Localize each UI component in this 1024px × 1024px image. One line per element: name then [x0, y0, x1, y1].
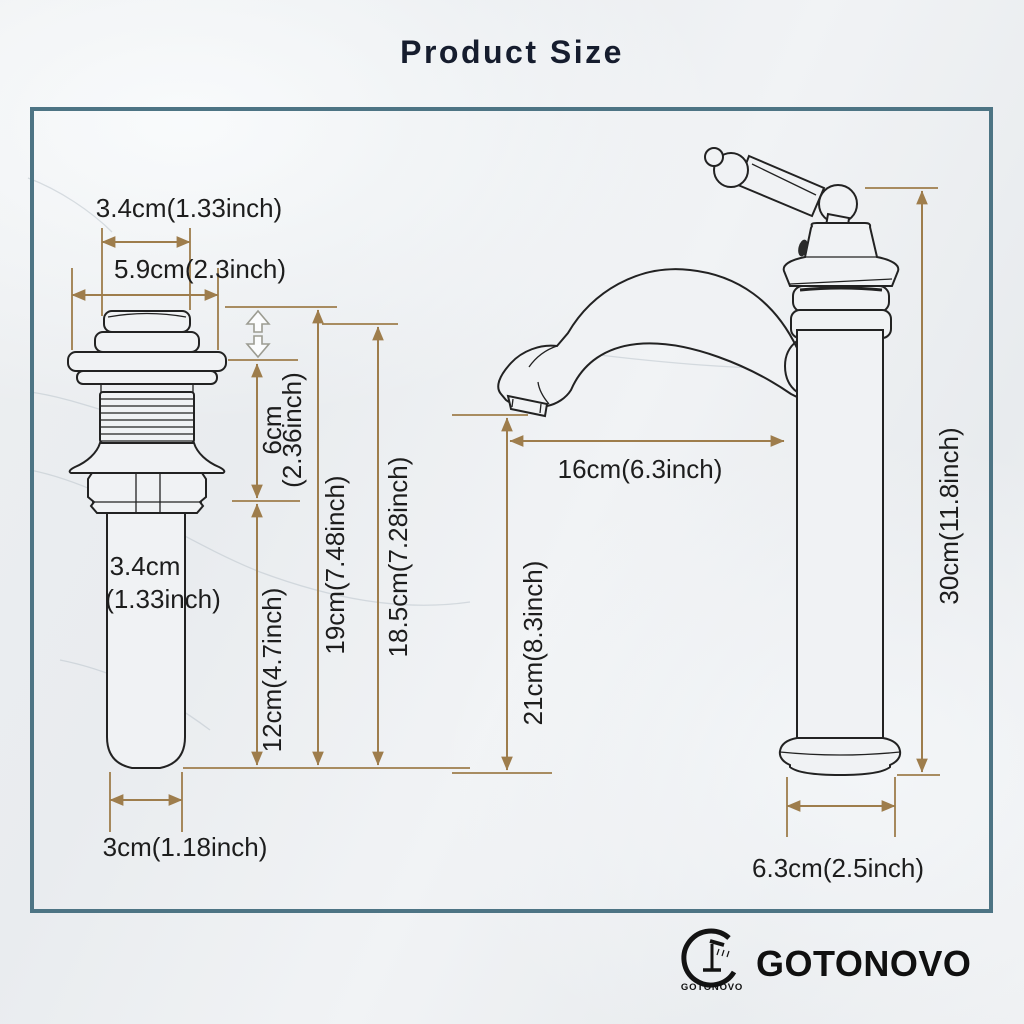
drain-reference-lines: [183, 306, 470, 769]
drain-popup-travel-label-line1: 6cm: [257, 405, 287, 454]
drain-popup-travel-label-line2: (2.36inch): [277, 372, 307, 488]
drain-drawing: [67, 310, 227, 769]
drain-flange-diameter-label: 5.9cm(2.3inch): [114, 254, 286, 284]
gotonovo-logo-caption: GOTONOVO: [681, 982, 743, 993]
faucet-drawing: [497, 147, 902, 777]
faucet-base-diameter-dimension: [786, 777, 896, 837]
drain-tail-diameter-dimension: [109, 772, 183, 832]
drain-tail-diameter-label: 3cm(1.18inch): [103, 832, 268, 862]
faucet-base-diameter-label: 6.3cm(2.5inch): [752, 853, 924, 883]
faucet-spout-height-label: 21cm(8.3inch): [518, 561, 548, 726]
gotonovo-logo-mark-icon: [681, 928, 737, 988]
diagram-frame: [30, 107, 993, 913]
popup-down-arrow-icon: [245, 335, 271, 359]
drain-tube-diameter-label-line1: 3.4cm: [110, 551, 181, 581]
faucet-spout-reach-label: 16cm(6.3inch): [558, 454, 723, 484]
drain-overall-height-label: 19cm(7.48inch): [320, 475, 350, 654]
gotonovo-logo-text: GOTONOVO: [756, 943, 971, 984]
drain-top-diameter-label: 3.4cm(1.33inch): [96, 193, 282, 223]
page-title: Product Size: [400, 34, 624, 70]
popup-up-arrow-icon: [245, 309, 271, 333]
drain-tube-length-label: 12cm(4.7inch): [257, 588, 287, 753]
drain-tube-diameter-label-line2: (1.33inch): [105, 584, 221, 614]
faucet-overall-height-dimension: [865, 187, 940, 776]
faucet-overall-height-label: 30cm(11.8inch): [934, 427, 964, 604]
drain-flange-diameter-dimension: [71, 268, 219, 350]
drain-body-height-label: 18.5cm(7.28inch): [383, 457, 413, 658]
faucet-spout-height-dimension: [452, 414, 552, 774]
